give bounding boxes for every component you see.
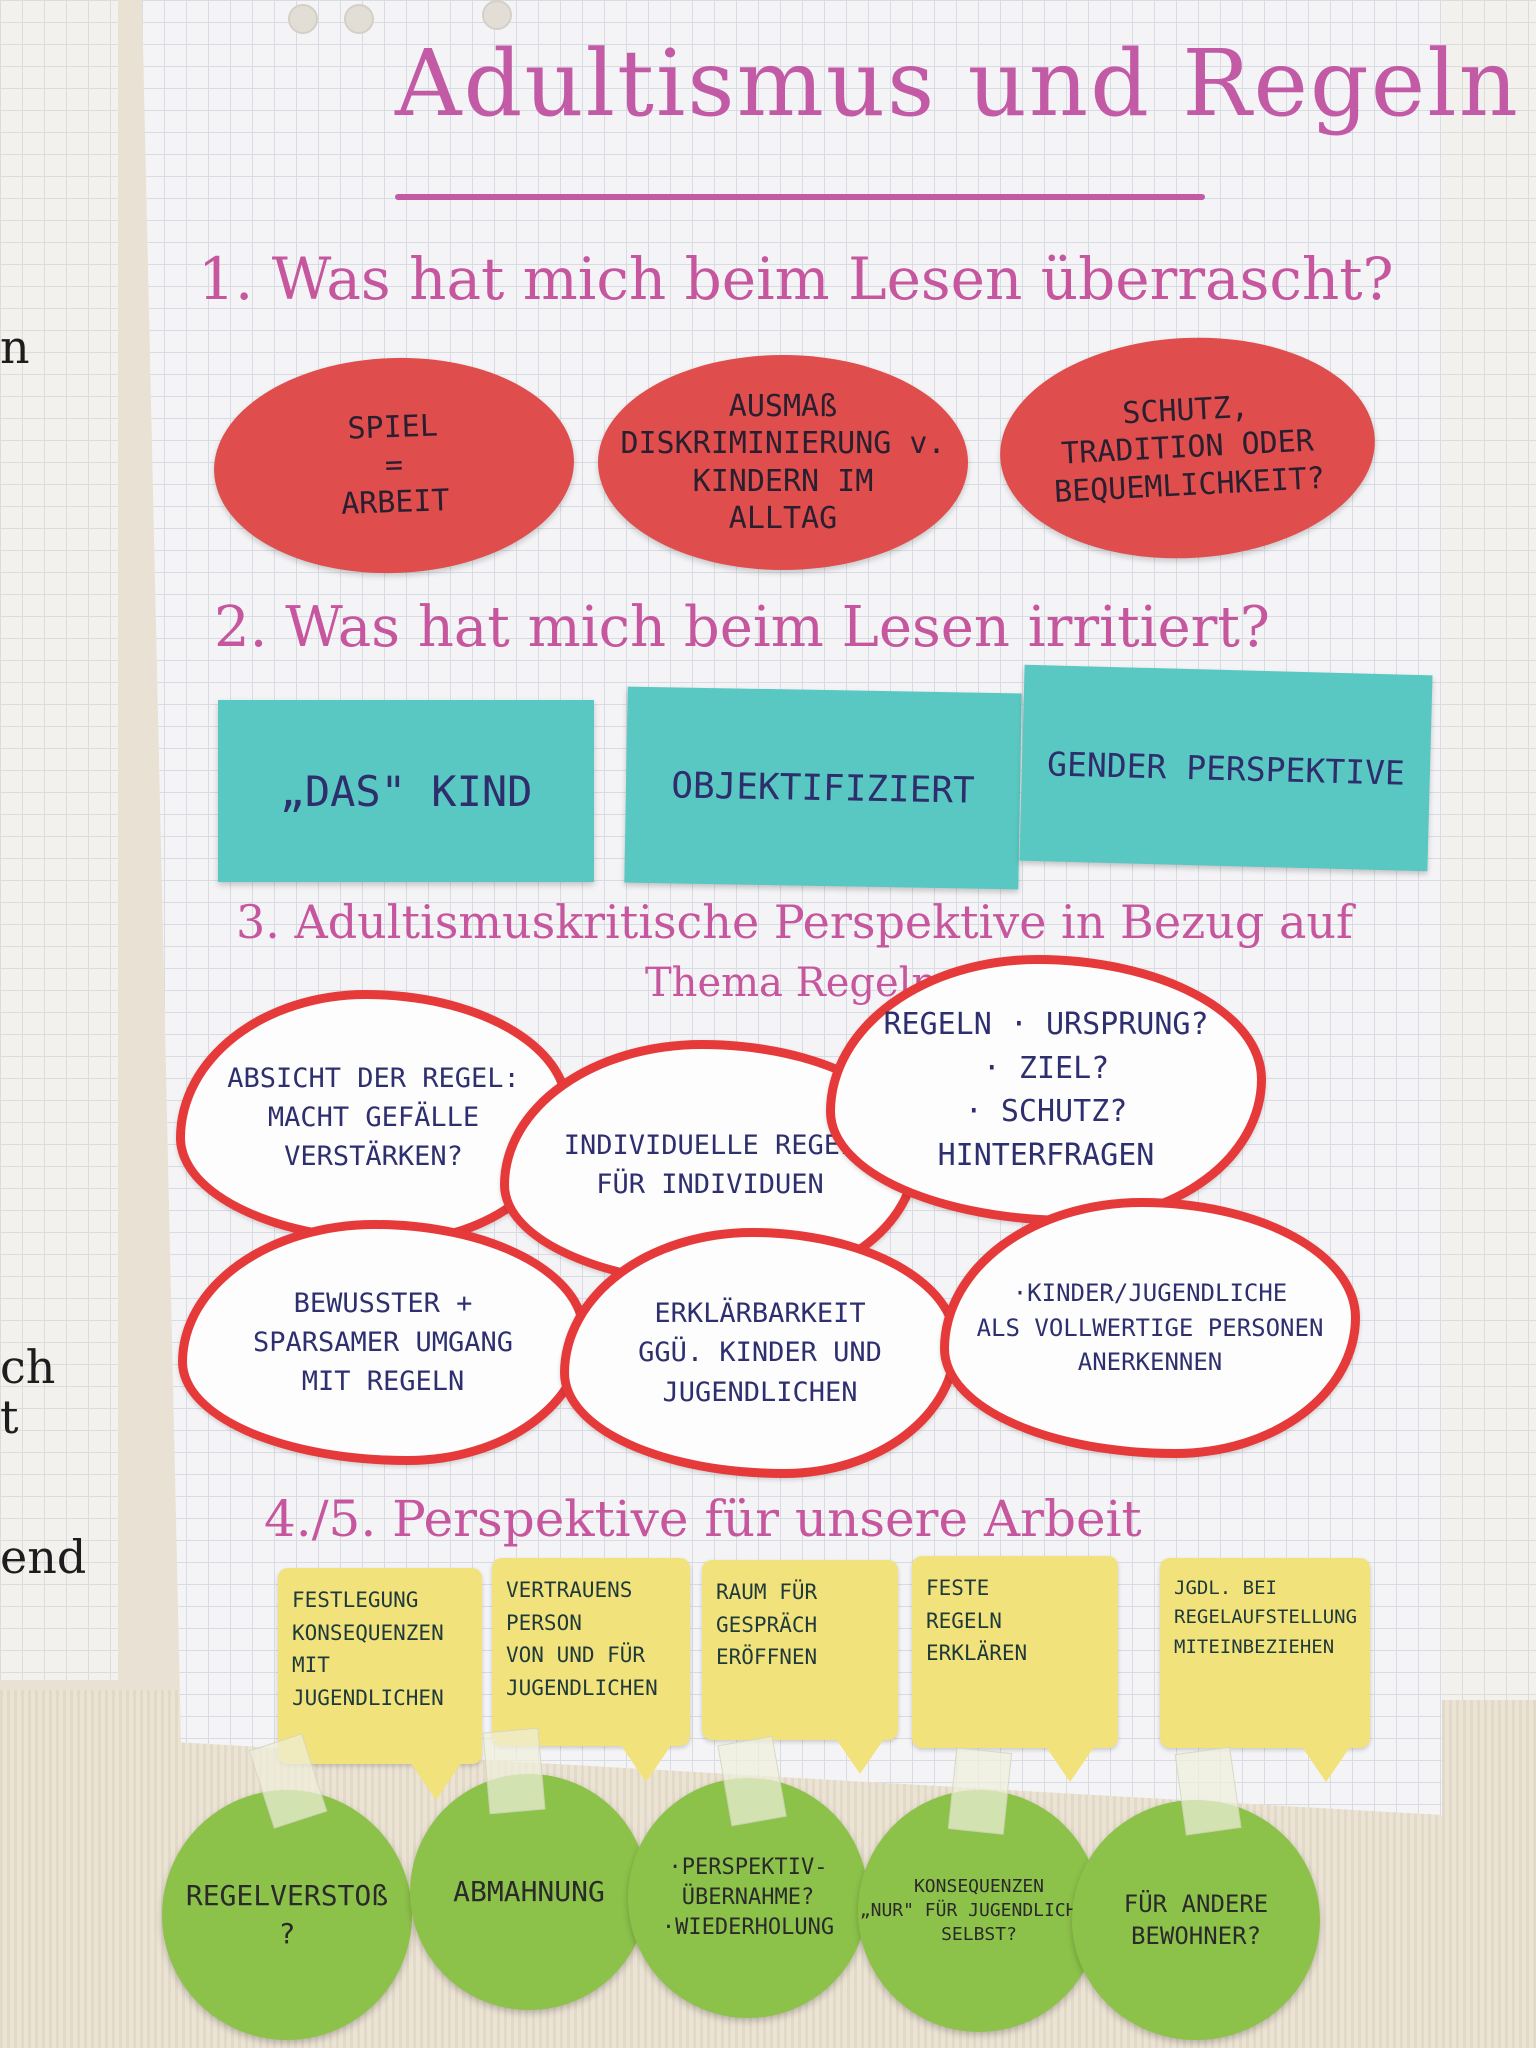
side-text: t: [0, 1390, 19, 1444]
note-text: SPIEL = ARBEIT: [340, 408, 451, 523]
cloud-note: ·KINDER/JUGENDLICHE ALS VOLLWERTIGE PERS…: [940, 1198, 1360, 1458]
binder-hole: [482, 0, 512, 30]
green-circle-note: FÜR ANDERE BEWOHNER?: [1072, 1800, 1320, 2040]
cloud-note: ERKLÄRBARKEIT GGÜ. KINDER UND JUGENDLICH…: [560, 1228, 960, 1478]
note-text: ERKLÄRBARKEIT GGÜ. KINDER UND JUGENDLICH…: [638, 1298, 882, 1408]
green-circle-note: REGELVERSTOß ?: [162, 1790, 412, 2040]
question-4-5-heading: 4./5. Perspektive für unsere Arbeit: [264, 1490, 1142, 1548]
note-text: GENDER PERSPEKTIVE: [1046, 743, 1406, 793]
note-text: SCHUTZ, TRADITION ODER BEQUEMLICHKEIT?: [1053, 389, 1326, 510]
note-text: ·KINDER/JUGENDLICHE ALS VOLLWERTIGE PERS…: [976, 1278, 1324, 1377]
side-text: end: [0, 1530, 87, 1584]
question-2-heading: 2. Was hat mich beim Lesen irritiert?: [214, 595, 1270, 660]
yellow-speech-note: RAUM FÜR GESPRÄCH ERÖFFNEN: [702, 1560, 898, 1740]
speech-tail: [1044, 1744, 1096, 1782]
teal-note: „DAS" KIND: [218, 700, 594, 882]
tape-strip: [482, 1727, 546, 1815]
right-flipchart-sheet: [1440, 0, 1536, 1700]
note-text: KONSEQUENZEN „NUR" FÜR JUGENDLICHEN SELB…: [859, 1875, 1099, 1946]
yellow-speech-note: JGDL. BEI REGELAUFSTELLUNG MITEINBEZIEHE…: [1160, 1558, 1370, 1748]
teal-note: OBJEKTIFIZIERT: [624, 686, 1022, 890]
question-1-heading: 1. Was hat mich beim Lesen überrascht?: [198, 245, 1394, 313]
title-underline: [395, 194, 1205, 200]
note-text: ABSICHT DER REGEL: MACHT GEFÄLLE VERSTÄR…: [227, 1062, 520, 1173]
note-text: FESTLEGUNG KONSEQUENZEN MIT JUGENDLICHEN: [292, 1588, 444, 1710]
question-3-subheading: Thema Regeln: [645, 960, 938, 1006]
speech-tail: [620, 1744, 672, 1782]
page-title: Adultismus und Regeln: [395, 30, 1520, 137]
tape-strip: [947, 1747, 1013, 1835]
cloud-note: BEWUSSTER + SPARSAMER UMGANG MIT REGELN: [178, 1220, 588, 1465]
note-text: VERTRAUENS PERSON VON UND FÜR JUGENDLICH…: [506, 1578, 658, 1700]
green-circle-note: ABMAHNUNG: [410, 1774, 648, 2010]
side-text: ch: [0, 1340, 56, 1394]
teal-note: GENDER PERSPEKTIVE: [1019, 664, 1433, 872]
note-text: JGDL. BEI REGELAUFSTELLUNG MITEINBEZIEHE…: [1174, 1577, 1358, 1658]
note-text: REGELVERSTOß ?: [185, 1879, 389, 1950]
binder-hole: [344, 4, 374, 34]
binder-hole: [288, 4, 318, 34]
note-text: FÜR ANDERE BEWOHNER?: [1123, 1889, 1269, 1950]
red-oval-note: AUSMAß DISKRIMINIERUNG v. KINDERN IM ALL…: [598, 355, 968, 570]
side-text: n: [0, 320, 30, 374]
note-text: „DAS" KIND: [279, 766, 533, 816]
note-text: REGELN · URSPRUNG? · ZIEL? · SCHUTZ? HIN…: [883, 1007, 1209, 1173]
tape-strip: [1174, 1746, 1242, 1836]
note-text: INDIVIDUELLE REGEL FÜR INDIVIDUEN: [563, 1129, 857, 1200]
note-text: ABMAHNUNG: [453, 1875, 605, 1909]
speech-tail: [410, 1762, 462, 1800]
cloud-note: REGELN · URSPRUNG? · ZIEL? · SCHUTZ? HIN…: [826, 955, 1266, 1225]
note-text: RAUM FÜR GESPRÄCH ERÖFFNEN: [716, 1580, 818, 1670]
yellow-speech-note: VERTRAUENS PERSON VON UND FÜR JUGENDLICH…: [492, 1558, 690, 1746]
note-text: AUSMAß DISKRIMINIERUNG v. KINDERN IM ALL…: [620, 388, 946, 537]
note-text: FESTE REGELN ERKLÄREN: [926, 1576, 1028, 1666]
note-text: OBJEKTIFIZIERT: [670, 764, 976, 812]
yellow-speech-note: FESTLEGUNG KONSEQUENZEN MIT JUGENDLICHEN: [278, 1568, 482, 1764]
yellow-speech-note: FESTE REGELN ERKLÄREN: [912, 1556, 1118, 1748]
note-text: BEWUSSTER + SPARSAMER UMGANG MIT REGELN: [252, 1287, 514, 1398]
speech-tail: [1300, 1744, 1352, 1782]
left-flipchart-sheet: n ch t end: [0, 0, 118, 1680]
note-text: ·PERSPEKTIV- ÜBERNAHME? ·WIEDERHOLUNG: [661, 1855, 835, 1940]
question-3-heading: 3. Adultismuskritische Perspektive in Be…: [236, 895, 1354, 949]
flipchart-sheet: [142, 0, 1442, 1815]
speech-tail: [834, 1736, 886, 1774]
